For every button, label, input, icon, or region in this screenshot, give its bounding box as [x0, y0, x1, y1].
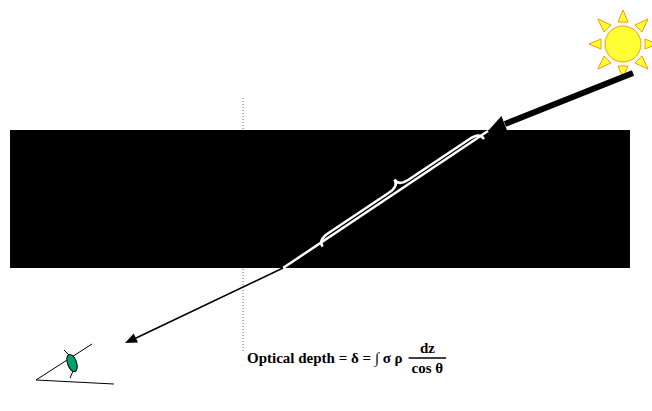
normal-line: [243, 98, 244, 129]
path-brace: [314, 126, 484, 247]
ray-path: [283, 131, 488, 268]
sun-ray: [505, 73, 633, 124]
arrowhead: [125, 333, 138, 343]
eye-symbol: [36, 344, 114, 384]
normal-line: [243, 269, 244, 352]
formula-text: Optical depth = δ = ∫ σ ρ: [247, 350, 403, 367]
sun-symbol: [589, 10, 652, 78]
fraction-denominator: cos θ: [412, 360, 444, 377]
fraction-numerator: dz: [420, 340, 435, 357]
atmosphere-layer: [10, 130, 630, 268]
arrowhead: [488, 116, 508, 133]
ray-to-eye: [134, 268, 283, 339]
fraction-bar: [409, 357, 447, 359]
